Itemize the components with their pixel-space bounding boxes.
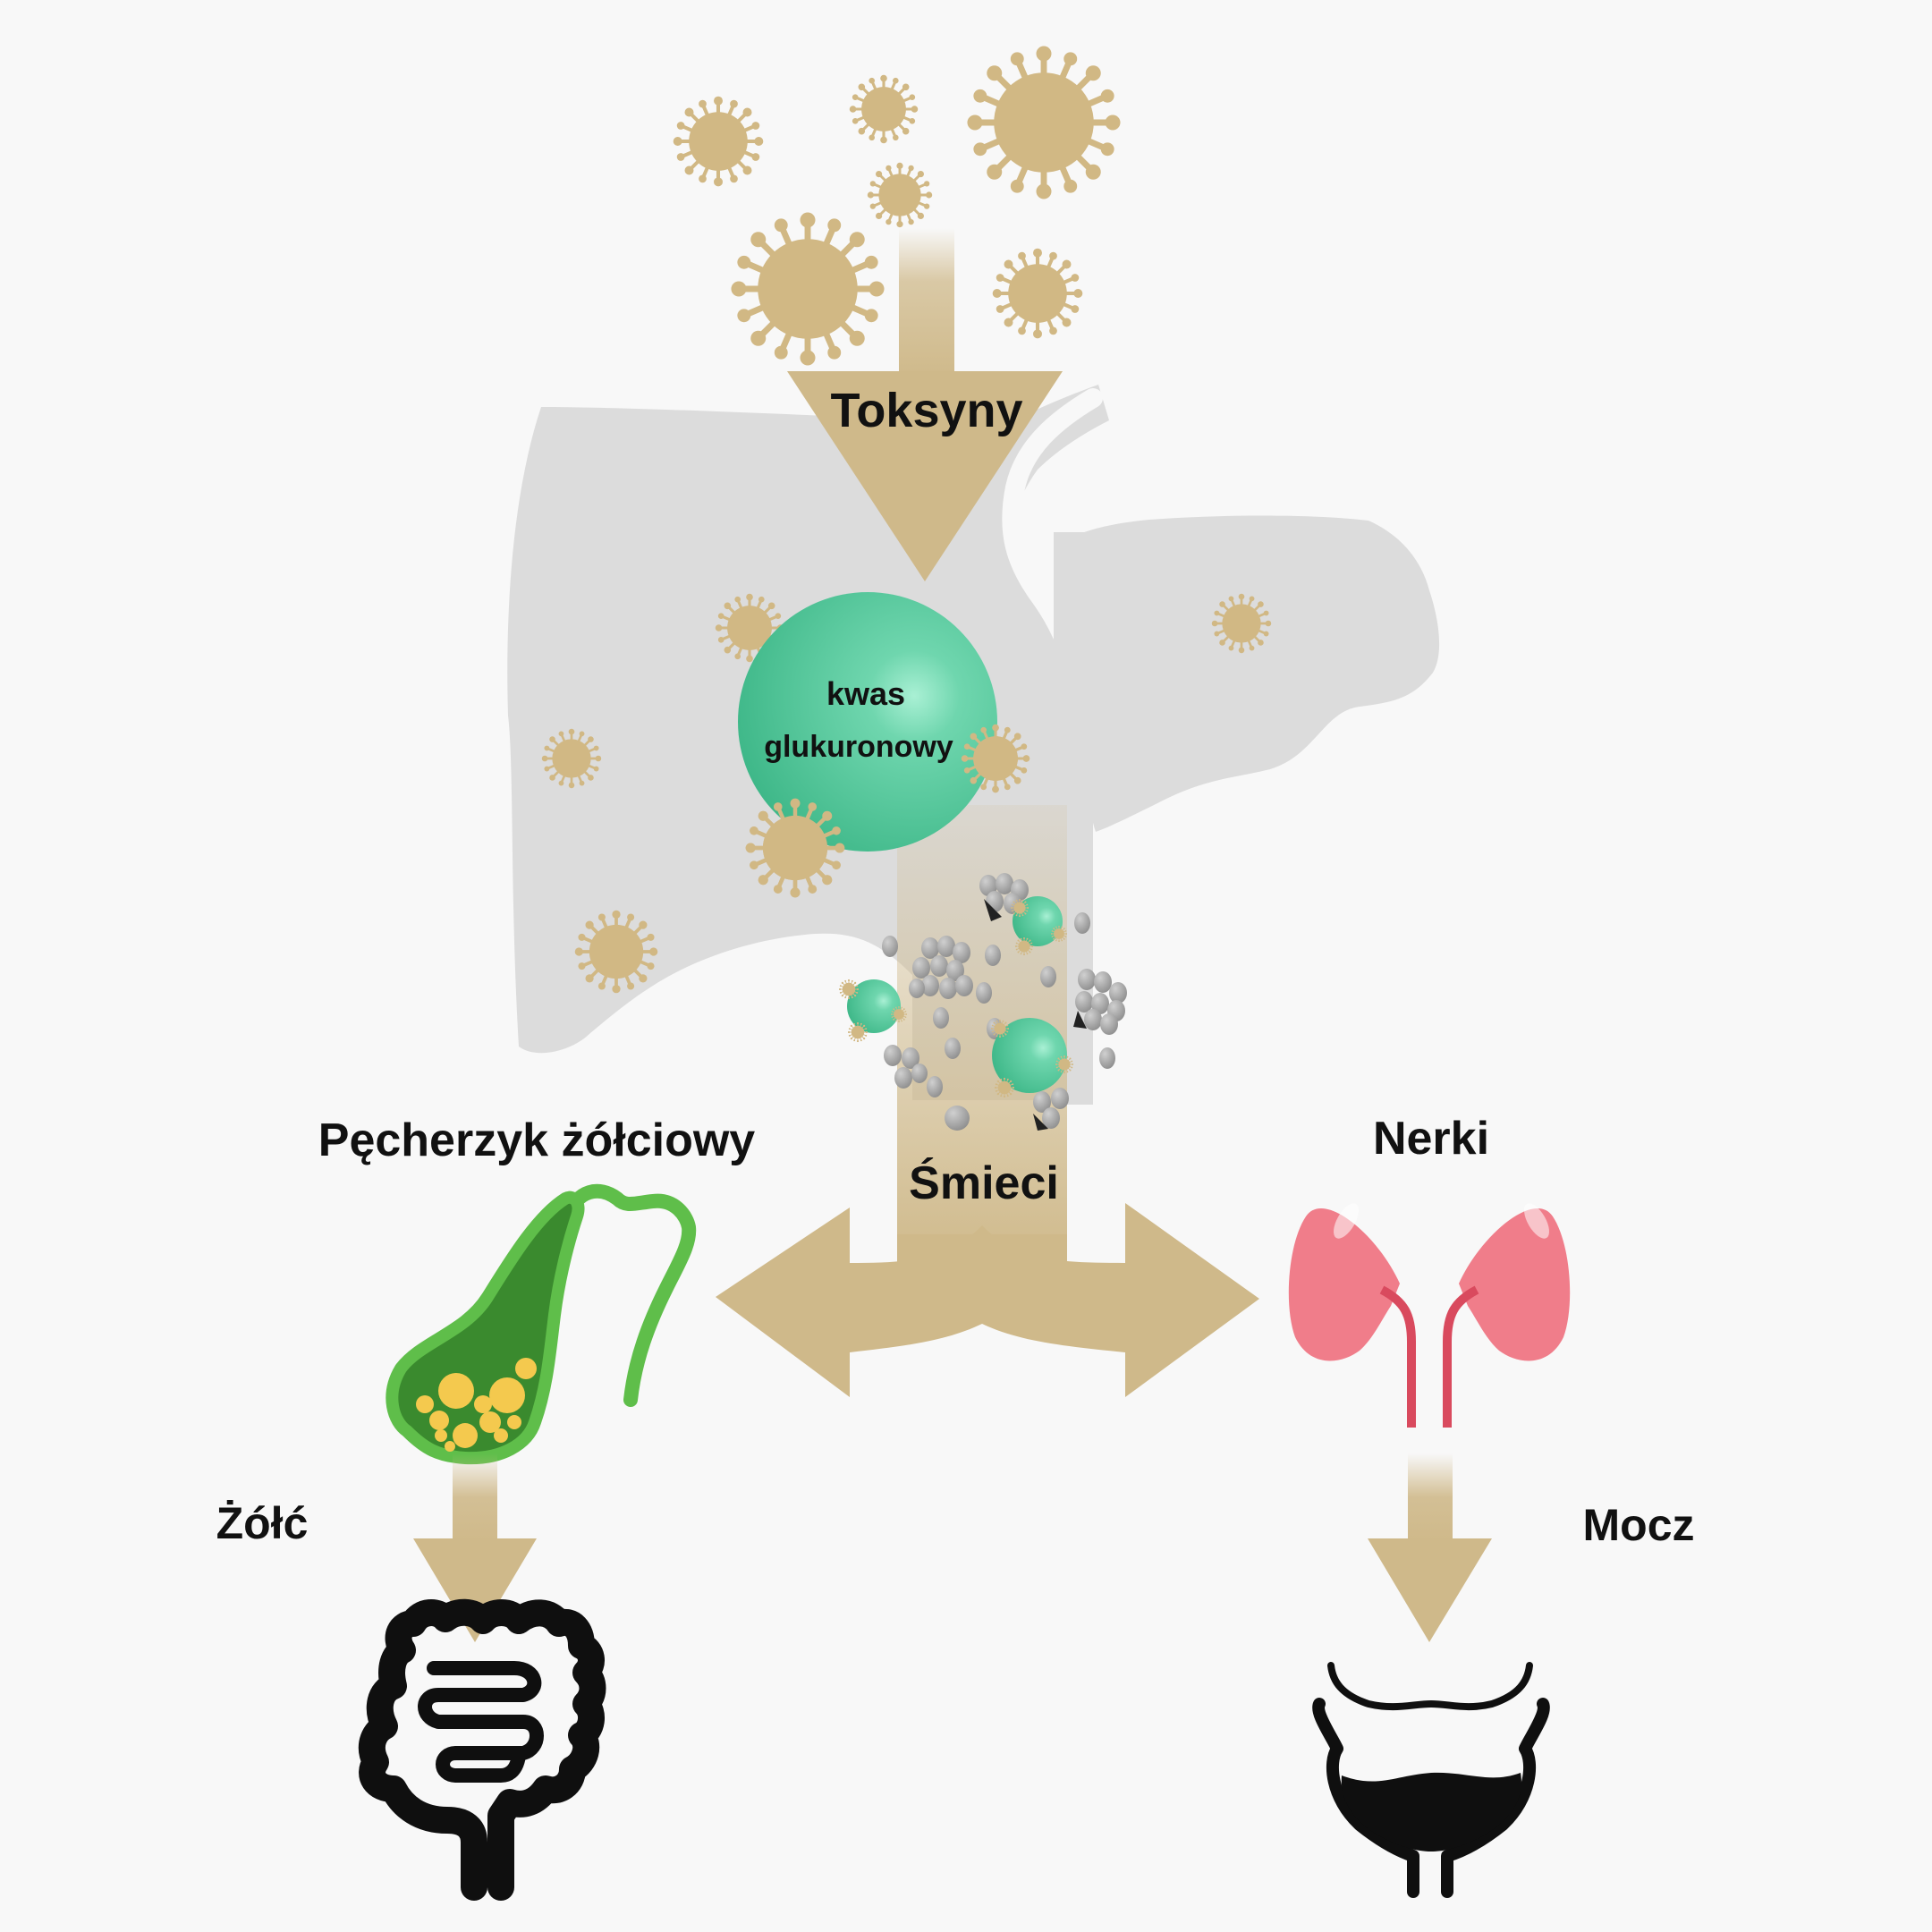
intestine-icon xyxy=(358,1598,606,1901)
toxins-label: Toksyny xyxy=(830,384,1022,437)
glucuronic-acid-label-line1: kwas xyxy=(826,675,905,712)
virus-icon xyxy=(1055,1055,1074,1074)
arrow-icon xyxy=(787,228,1063,581)
virus-icon xyxy=(572,908,660,996)
virus-icon xyxy=(838,979,860,1000)
bladder-icon xyxy=(1312,1662,1550,1898)
virus-icon xyxy=(847,1021,869,1043)
arrow-icon xyxy=(413,1453,537,1642)
virus-icon xyxy=(890,1005,908,1023)
virus-icon xyxy=(1010,898,1030,918)
conjugates xyxy=(838,896,1074,1098)
glucuronic-acid-molecule: kwas glukuronowy xyxy=(738,592,997,852)
debris-cluster xyxy=(1073,969,1127,1035)
virus-icon xyxy=(731,212,884,365)
bile-label: Żółć xyxy=(216,1498,309,1548)
waste-label: Śmieci xyxy=(909,1157,1059,1209)
virus-icon xyxy=(994,1077,1015,1098)
kidneys-icon xyxy=(1288,1203,1571,1428)
glucuronic-acid-label-line2: glukuronowy xyxy=(764,730,953,764)
virus-icon xyxy=(990,1019,1010,1038)
virus-icon xyxy=(674,97,764,187)
kidneys-label: Nerki xyxy=(1373,1113,1489,1165)
virus-icon xyxy=(1014,936,1034,956)
gallbladder-label: Pęcherzyk żółciowy xyxy=(318,1114,756,1166)
debris-cluster xyxy=(884,1045,928,1089)
virus-icon xyxy=(746,799,845,898)
virus-icon xyxy=(866,161,934,229)
virus-icon xyxy=(540,727,603,790)
debris-cluster xyxy=(909,936,973,999)
gallbladder-icon xyxy=(386,1183,697,1465)
toxin-viruses xyxy=(674,46,1121,365)
debris-cluster xyxy=(1033,1088,1069,1131)
virus-icon xyxy=(1210,592,1273,655)
virus-icon xyxy=(967,46,1120,199)
virus-icon xyxy=(848,73,919,145)
virus-icon xyxy=(1050,925,1068,943)
virus-icon xyxy=(960,723,1031,794)
urine-label: Mocz xyxy=(1583,1500,1695,1550)
virus-icon xyxy=(993,249,1083,339)
arrow-icon xyxy=(1368,1453,1492,1642)
